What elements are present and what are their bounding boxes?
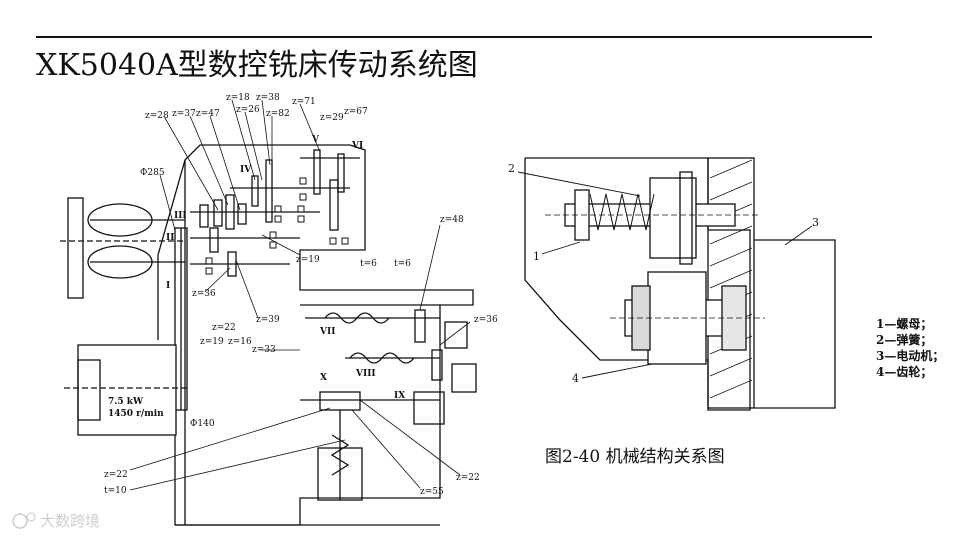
gear-label: z=22 [456,473,480,483]
shaft-label: VIII [355,369,376,379]
mechanical-structure [517,157,836,411]
gear-block-4 [209,227,219,253]
motor-shoulder [77,359,101,421]
gear-y-block [431,349,443,381]
gear-label: z=38 [256,93,280,103]
pitch-label: t=10 [104,486,127,496]
lower-bearing [721,285,747,351]
gear-label: z=48 [440,215,464,225]
shaft-label: I [166,281,170,291]
upper-collar [679,171,693,265]
gear-label: z=19 [200,337,224,347]
gear-block-3 [237,203,247,225]
shaft-label: V [311,135,320,145]
gear-block-2 [225,194,235,230]
gear-block-8 [329,179,339,231]
gear-block-9 [313,149,321,195]
gear-label: z=19 [296,255,320,265]
legend-item: 1—螺母； [876,316,932,331]
pitch-label: t=6 [360,259,377,269]
bearing-marks [205,177,349,275]
watermark: 大数跨境 [12,512,100,530]
gear-label: z=33 [252,345,276,355]
right-labels: 2 1 3 4 1—螺母； 2—弹簧； 3—电动机； 4—齿轮； 图2-40 机… [508,162,944,467]
gear-label: z=18 [226,93,250,103]
callout-2: 2 [508,162,515,175]
worm-viii [349,352,415,364]
gear-block-5 [227,251,237,277]
slide-title: XK5040A型数控铣床传动系统图 [36,48,478,83]
upper-flange [649,177,697,259]
legend-item: 2—弹簧； [876,332,932,347]
worm-vii [324,312,390,324]
motor-box [754,239,836,409]
title-rule [36,36,872,38]
vertical-worm [330,434,350,476]
gear-label: z=47 [196,109,220,119]
gear-label: z=28 [145,111,169,121]
gear-label: z=36 [192,289,216,299]
transmission-diagram [60,99,477,526]
gear-x-block [414,309,426,343]
gear-label: z=67 [344,107,368,117]
bevel-gear-x [319,391,361,411]
motor-power-label: 7.5 kW [108,397,144,407]
shaft-label: II [166,233,174,243]
shaft-label: VI [351,141,363,151]
callout-1: 1 [533,250,540,263]
shaft-label: VII [319,327,335,337]
feed-motor-3 [413,391,445,425]
gear-label: z=26 [236,105,260,115]
shaft-label: X [320,373,327,383]
gear-label: z=22 [104,470,128,480]
feed-motor-1 [444,321,468,349]
gear-label: z=37 [172,109,196,119]
gear-label: z=82 [266,109,290,119]
callout-leaders [517,171,813,379]
housing-hatch [709,159,753,399]
gear-label: z=29 [320,113,344,123]
pitch-label: t=6 [394,259,411,269]
watermark-logo-icon [12,513,28,529]
gear-block-6 [251,175,259,207]
gear-label: z=55 [420,487,444,497]
feed-motor-2 [451,363,477,393]
left-labels: z=28 z=37 z=47 z=18 z=26 z=38 z=82 z=71 … [104,93,498,497]
gear-label: z=71 [292,97,316,107]
pulley-diameter-label: Φ285 [140,168,165,178]
legend-item: 4—齿轮； [876,364,932,379]
shaft-label: IV [240,165,252,175]
machine-body-outline [157,144,474,526]
top-pulley-block [67,197,84,299]
gear-block-1 [213,199,223,227]
gear-block-7 [265,159,273,223]
gear-block-11 [199,204,209,228]
motor-speed-label: 1450 r/min [108,409,164,419]
gear-block-10 [337,153,345,193]
watermark-text: 大数跨境 [40,512,100,530]
gear-label: z=16 [228,337,252,347]
gear-label: z=36 [474,315,498,325]
callout-4: 4 [572,372,579,385]
shaft-label: III [174,211,187,221]
main-motor [77,344,177,436]
spring [589,193,655,231]
legend-item: 3—电动机； [876,348,944,363]
housing [707,157,755,409]
shaft-label: IX [394,391,405,401]
gear-label: z=39 [256,315,280,325]
gear-label: z=22 [212,323,236,333]
figure-caption: 图2-40 机械结构关系图 [545,447,725,467]
lift-base [317,447,363,501]
leader-lines [129,99,471,491]
callout-3: 3 [812,216,819,229]
pulley-diameter-label: Φ140 [190,419,215,429]
